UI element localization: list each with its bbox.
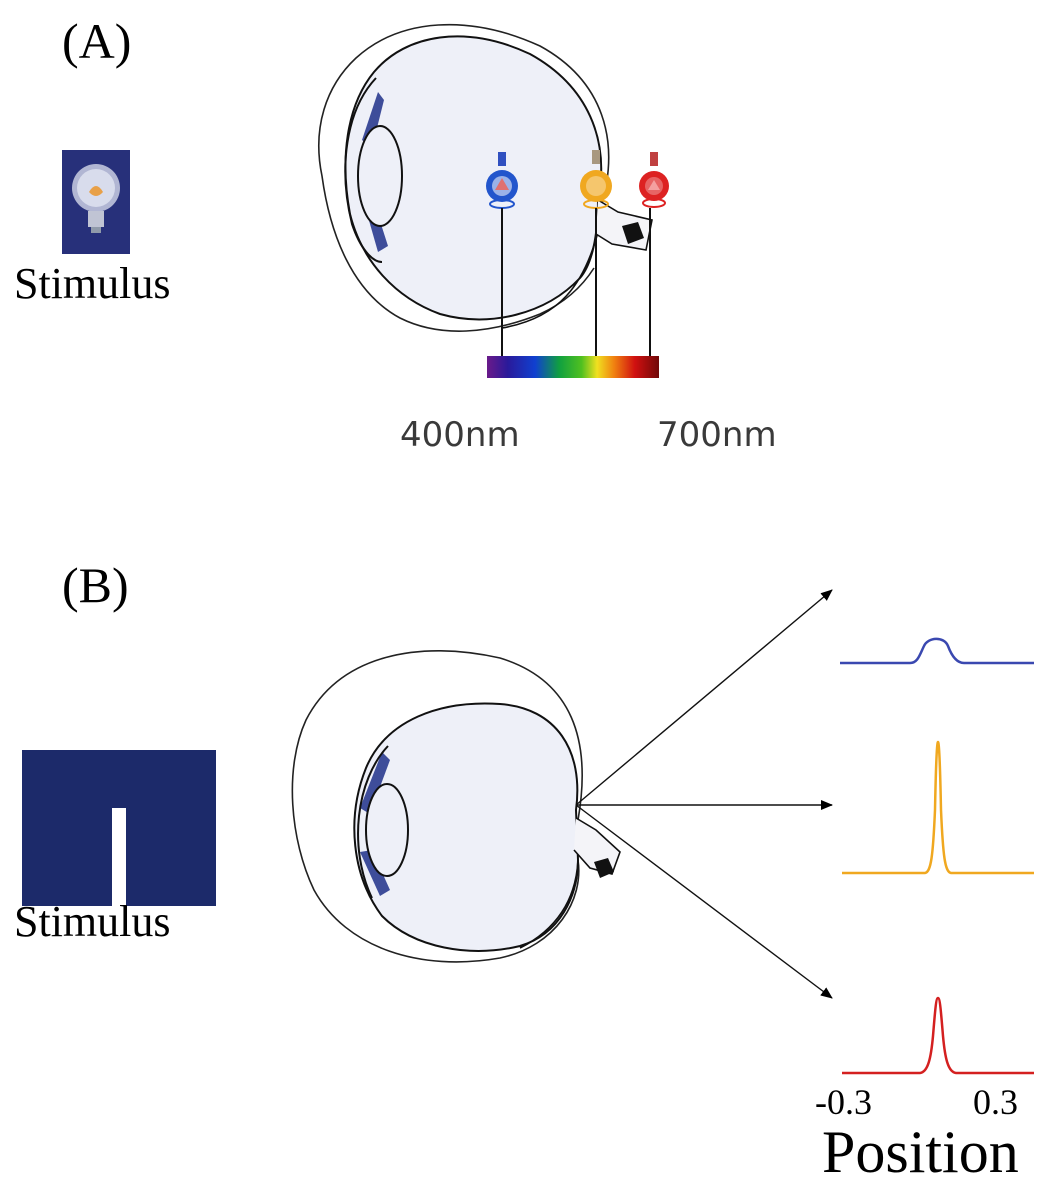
bulb-red <box>639 152 669 208</box>
panel-a-stimulus <box>62 150 130 254</box>
profile-yellow <box>842 740 1034 875</box>
spectrum-min-label: 400nm <box>400 415 520 455</box>
lightbulb-icon <box>72 164 120 233</box>
arrow-to-blue-profile <box>575 589 833 806</box>
eye-outer-contour <box>318 23 610 332</box>
cornea <box>357 745 389 899</box>
panel-b-eye <box>291 650 621 963</box>
axis-tick-max: 0.3 <box>973 1082 1018 1122</box>
spectrum-bar <box>487 356 659 378</box>
panel-a-eye <box>318 23 653 332</box>
lens <box>365 783 409 877</box>
panel-a-label: (A) <box>62 13 131 69</box>
panel-b-stimulus-label: Stimulus <box>14 897 171 946</box>
optic-nerve-stub <box>594 858 614 878</box>
retina-line <box>519 859 579 949</box>
eye-outer-contour <box>291 650 583 963</box>
panel-b: (B) Stimulus -0.3 0.3 Position <box>14 557 1034 1178</box>
slit-stimulus <box>22 750 216 906</box>
iris-upper <box>360 752 390 814</box>
axis-label: Position <box>822 1119 1019 1178</box>
panel-b-label: (B) <box>62 557 129 613</box>
cornea <box>344 77 383 263</box>
spectrum-max-label: 700nm <box>657 415 777 455</box>
lens <box>357 125 403 227</box>
optic-nerve-stub <box>622 222 644 244</box>
retina-line <box>501 231 599 329</box>
profile-red <box>842 996 1034 1075</box>
iris-lower <box>360 850 390 896</box>
eyeball <box>353 702 580 952</box>
profile-blue <box>840 637 1034 665</box>
panel-a-stimulus-label: Stimulus <box>14 259 171 308</box>
bulb-yellow <box>580 150 612 209</box>
panel-a: (A) Stimulus <box>14 13 777 455</box>
arrow-to-red-profile <box>575 804 833 999</box>
axis-tick-min: -0.3 <box>815 1082 872 1122</box>
